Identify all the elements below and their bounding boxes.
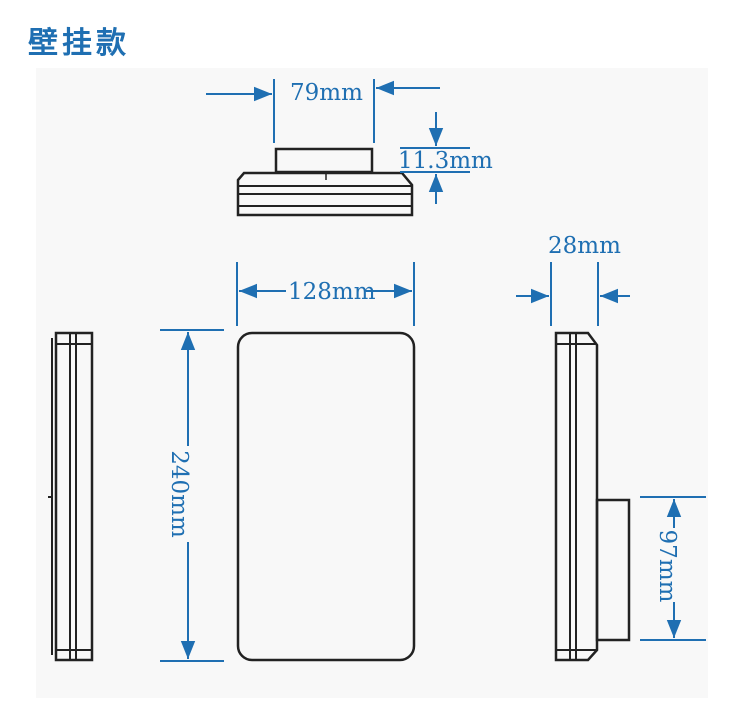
label-height: 240mm: [166, 450, 192, 538]
top-view: [236, 147, 414, 217]
label-base-height: 11.3mm: [398, 148, 493, 174]
top-view-base: [274, 147, 374, 174]
label-width: 128mm: [288, 279, 376, 305]
dim-base-width: [206, 79, 440, 143]
dim-height: [160, 329, 224, 662]
left-side-view: [48, 331, 94, 662]
dim-depth: [516, 262, 630, 326]
label-depth: 28mm: [548, 233, 621, 259]
dim-base-height: [400, 112, 470, 204]
label-base-width: 79mm: [290, 80, 363, 106]
dim-base-length: [640, 496, 706, 641]
dim-width: [236, 262, 415, 326]
right-side-view: [554, 331, 631, 662]
right-side-base: [595, 498, 631, 642]
label-base-length: 97mm: [654, 530, 680, 603]
front-view: [236, 331, 416, 662]
page-title: 壁挂款: [28, 26, 130, 61]
